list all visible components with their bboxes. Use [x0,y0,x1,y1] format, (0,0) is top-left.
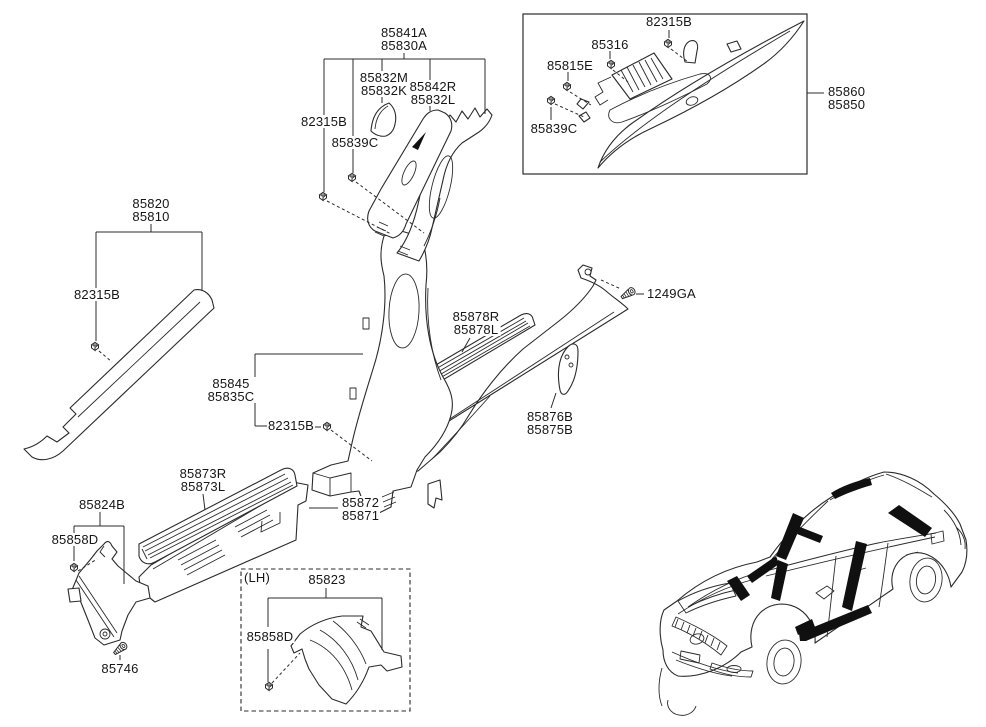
center-pillar-lower-trim-drawing [311,229,453,514]
highlighted-trim-marks [727,478,932,641]
clip-icon [607,59,615,69]
rear-pillar-trim-drawing [576,20,805,169]
leader-lines [73,30,824,684]
cowl-side-trim-lh-drawing [290,615,403,705]
clip-icon [664,38,672,48]
cowl-side-trim-drawing [67,541,151,646]
clip-icon [547,95,555,105]
screw-icon [111,640,129,657]
clip-icon [348,172,356,182]
clip-icon [265,681,273,691]
car-locator-drawing [658,471,968,716]
clip-icon [323,421,331,431]
inset-box-rear-pillar [522,13,808,175]
a-pillar-trim-drawing [23,289,215,461]
front-scuff-trim-drawing [138,467,298,565]
clip-icon [319,191,327,201]
inset-box-lh [240,568,411,712]
clip-icon [91,341,99,351]
pillar-cover-cap-drawing [370,102,397,137]
clip-icon [70,562,78,572]
screw-icon [619,285,637,302]
clip-icon [563,81,571,91]
rear-sill-panel-drawing [336,264,629,509]
